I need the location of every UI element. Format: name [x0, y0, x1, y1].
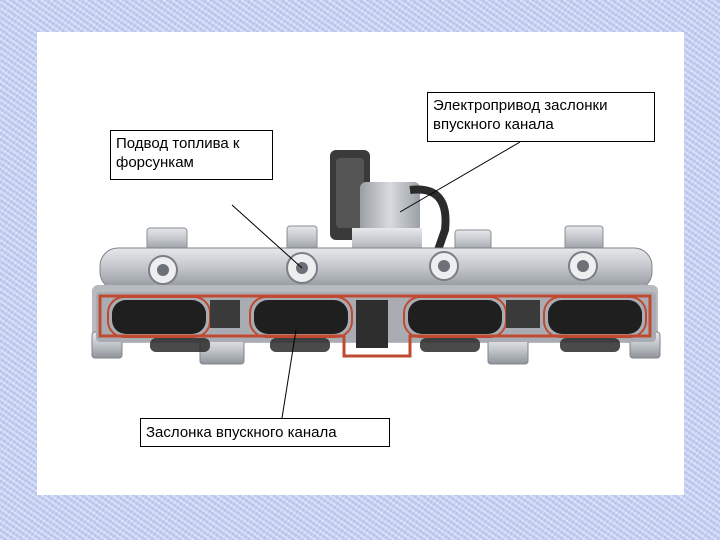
intake-flap-flange — [96, 292, 656, 358]
flap-actuator — [330, 150, 450, 258]
leader-line-flap — [281, 329, 297, 419]
label-fuel-supply: Подвод топлива к форсункам — [110, 130, 273, 180]
leader-line-fuel — [231, 204, 303, 269]
label-flap-actuator: Электропривод заслонки впускного канала — [427, 92, 655, 142]
leader-line-actuator — [399, 141, 521, 213]
label-intake-flap: Заслонка впускного канала — [140, 418, 390, 447]
